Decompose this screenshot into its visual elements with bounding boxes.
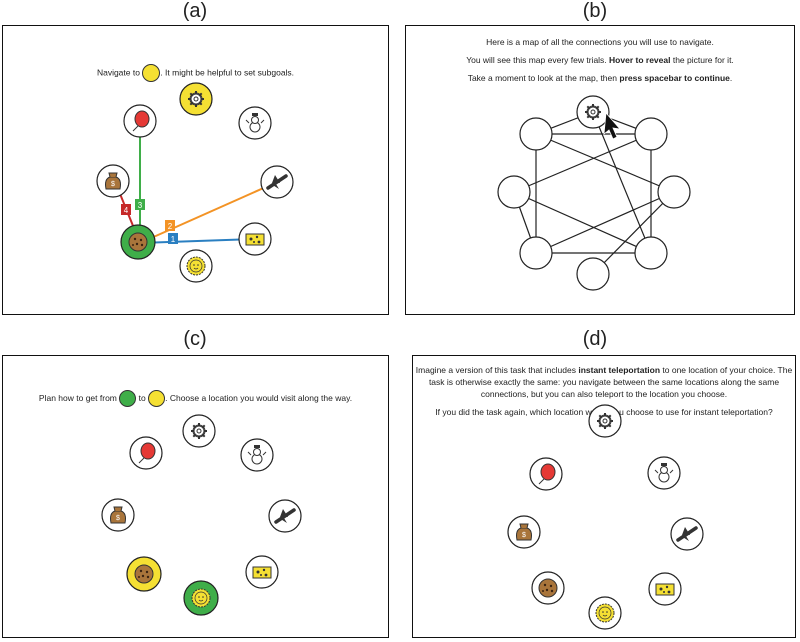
node-snowman[interactable] (238, 106, 272, 140)
node-money-bag[interactable] (96, 164, 130, 198)
step-badge-2 (165, 220, 175, 231)
step-badge-3 (135, 199, 145, 210)
connection-map (497, 95, 691, 291)
choice-snowman[interactable] (240, 438, 274, 472)
instruction-pre: Navigate to (96, 67, 140, 78)
panel-d-line2: task is otherwise exactly the same: you … (428, 377, 780, 387)
gear-target-icon (142, 64, 161, 82)
instruction-post: . It might be helpful to set subgoals. (160, 67, 295, 78)
panel-d-line1: Imagine a version of this task that incl… (415, 365, 793, 375)
node-airplane[interactable] (260, 165, 294, 199)
node-balloon[interactable] (123, 104, 157, 138)
panel-d: Imagine a version of this task that incl… (412, 355, 796, 638)
edge-blue (139, 238, 256, 244)
goal-cookie-icon (148, 390, 166, 407)
step-badge-4 (121, 204, 131, 215)
choice-cookie[interactable] (126, 556, 162, 592)
map-node-6[interactable] (634, 236, 668, 270)
step-label-4: 4 (124, 206, 129, 215)
step-label-3: 3 (138, 201, 143, 210)
step-label-2: 2 (168, 222, 173, 231)
panel-a-graph: 3 4 2 1 (96, 82, 294, 283)
teleport-cheese[interactable] (648, 572, 682, 606)
panel-a-instruction: Navigate to . It might be helpful to set… (3, 64, 388, 82)
teleport-airplane[interactable] (670, 517, 704, 551)
panel-label-d: (d) (582, 328, 608, 350)
start-sun-icon (119, 390, 137, 407)
teleport-cookie[interactable] (531, 571, 565, 605)
map-node-7[interactable] (576, 257, 610, 291)
panel-c: Plan how to get from to . Choose a locat… (2, 355, 389, 638)
choice-money-bag[interactable] (101, 498, 135, 532)
node-cookie[interactable] (120, 224, 156, 260)
map-node-gear[interactable] (576, 95, 610, 129)
panel-c-locations (101, 414, 302, 616)
map-node-5[interactable] (519, 236, 553, 270)
teleport-sun[interactable] (588, 596, 622, 630)
teleport-gear[interactable] (588, 404, 622, 438)
cursor-icon (603, 112, 622, 140)
map-node-3[interactable] (497, 175, 531, 209)
node-sun[interactable] (179, 249, 213, 283)
choice-balloon[interactable] (129, 436, 163, 470)
node-cheese[interactable] (238, 222, 272, 256)
panel-d-line3: connections, but you can also teleport t… (480, 389, 728, 399)
teleport-balloon[interactable] (529, 457, 563, 491)
map-node-2[interactable] (634, 117, 668, 151)
map-edges (513, 111, 675, 275)
choice-airplane[interactable] (268, 499, 302, 533)
panel-b: Here is a map of all the connections you… (405, 25, 795, 315)
panel-d-locations (507, 404, 704, 630)
panel-label-b: (b) (582, 0, 608, 22)
step-label-1: 1 (171, 235, 176, 244)
panel-b-line2: You will see this map every few trials. … (466, 55, 734, 65)
panel-c-instruction: Plan how to get from to . Choose a locat… (3, 390, 388, 407)
map-node-1[interactable] (519, 117, 553, 151)
panel-b-line3: Take a moment to look at the map, then p… (467, 73, 733, 83)
panel-label-c: (c) (183, 328, 207, 350)
teleport-money-bag[interactable] (507, 515, 541, 549)
choice-cheese[interactable] (245, 555, 279, 589)
edge-orange (139, 181, 278, 244)
panel-label-a: (a) (182, 0, 208, 22)
step-badge-1 (168, 233, 178, 244)
panel-a: Navigate to . It might be helpful to set… (2, 25, 389, 315)
choice-gear[interactable] (182, 414, 216, 448)
map-node-4[interactable] (657, 175, 691, 209)
panel-b-line1: Here is a map of all the connections you… (486, 37, 714, 47)
choice-sun[interactable] (183, 580, 219, 616)
node-gear[interactable] (179, 82, 213, 116)
teleport-snowman[interactable] (647, 456, 681, 490)
